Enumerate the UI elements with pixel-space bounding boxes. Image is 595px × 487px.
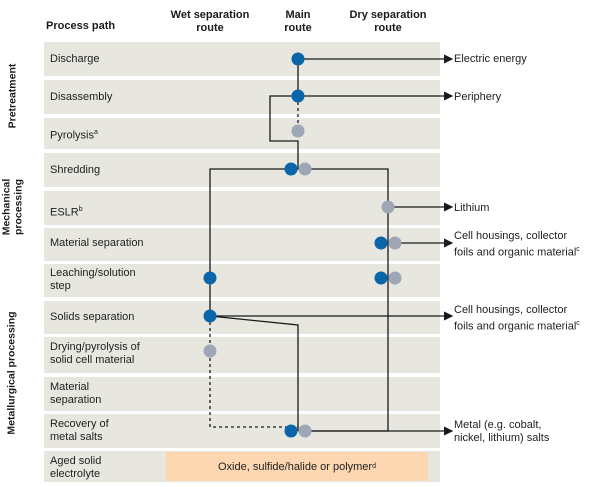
step-recovery-line2: metal salts [50, 431, 103, 443]
node-discharge-main [291, 52, 305, 66]
output-metal-salts: Metal (e.g. cobalt,nickel, lithium) salt… [454, 419, 549, 445]
output-cell-housings-1-line2-text: foils and organic material [454, 246, 577, 259]
output-periphery: Periphery [454, 91, 502, 103]
output-cell-housings-2-line1: Cell housings, collector [454, 304, 568, 316]
node-recovery-blue [284, 424, 298, 438]
row-band-material-separation [44, 228, 440, 261]
row-band-eslr [44, 191, 440, 225]
node-drying-wet [203, 344, 217, 358]
step-aged-line2: electrolyte [50, 468, 101, 480]
header-main-route: Main route [284, 9, 312, 34]
output-lithium: Lithium [454, 202, 490, 214]
step-disassembly: Disassembly [50, 91, 113, 103]
solids-to-main-line [209, 315, 299, 431]
dry-route-to-recovery-line [298, 278, 389, 432]
final-product-footnote: d [372, 463, 376, 470]
row-band-material-separation-2 [44, 377, 440, 411]
node-leaching-wet [203, 271, 217, 285]
shredding-to-dry-line [298, 168, 389, 278]
pyrolysis-bypass-line [269, 95, 299, 169]
row-band-solids-separation [44, 301, 440, 334]
node-material-separation-grey [388, 236, 402, 250]
step-leaching-line1: Leaching/solution [50, 267, 136, 279]
step-material-separation-2-line1: Material [50, 381, 90, 393]
node-shredding-blue [284, 162, 298, 176]
step-eslr-label: ESLR [50, 206, 79, 219]
step-drying-line2: solid cell material [50, 354, 135, 366]
step-material-separation: Material separation [50, 237, 144, 249]
output-electric-energy: Electric energy [454, 53, 527, 65]
output-cell-housings-2-line2: foils and organic materialc [454, 317, 580, 334]
node-pyrolysis-main [291, 124, 305, 138]
header-dry-route: Dry separation route [349, 9, 427, 34]
node-leaching-dry-blue [374, 271, 388, 285]
step-pyrolysis: Pyrolysisa [50, 126, 98, 143]
row-band-leaching [44, 264, 440, 297]
output-cell-housings-1-line1: Cell housings, collector [454, 230, 568, 242]
step-shredding: Shredding [50, 164, 101, 176]
step-material-separation-2-line2: separation [50, 394, 102, 406]
final-product-label: Oxide, sulfide/halide or polymer [218, 460, 373, 473]
step-aged-line1: Aged solid [50, 455, 102, 467]
row-band-disassembly [44, 80, 440, 114]
node-recovery-grey [298, 424, 312, 438]
shredding-to-wet-line [209, 168, 298, 316]
step-leaching-line2: step [50, 280, 71, 292]
step-drying-line1: Drying/pyrolysis of [50, 341, 140, 353]
node-eslr-dry [381, 200, 395, 214]
step-recovery-line1: Recovery of [50, 418, 109, 430]
output-cell-housings-2-line2-text: foils and organic material [454, 320, 577, 333]
node-shredding-grey [298, 162, 312, 176]
step-eslr: ESLRb [50, 203, 83, 220]
header-wet-route: Wet separation route [170, 9, 250, 34]
output-cell-housings-1-line2: foils and organic materialc [454, 243, 580, 260]
row-band-drying [44, 337, 440, 373]
node-material-separation-blue [374, 236, 388, 250]
step-pyrolysis-footnote: a [94, 129, 98, 136]
output-cell-housings-2-footnote: c [576, 320, 580, 327]
row-band-pyrolysis [44, 118, 440, 149]
output-metal-salts-line2: nickel, lithium) salts [454, 432, 550, 444]
header-process-path: Process path [46, 20, 116, 32]
step-discharge: Discharge [50, 53, 100, 65]
node-leaching-dry-grey [388, 271, 402, 285]
wet-dashed-to-recovery-line [209, 316, 298, 428]
output-metal-salts-line1: Metal (e.g. cobalt, [454, 419, 542, 431]
output-cell-housings-1-footnote: c [576, 246, 580, 253]
step-solids-separation: Solids separation [50, 311, 135, 323]
node-disassembly-main [291, 89, 305, 103]
step-pyrolysis-label: Pyrolysis [50, 129, 95, 142]
node-solids-separation-wet [203, 309, 217, 323]
step-eslr-footnote: b [78, 206, 83, 213]
row-band-shredding [44, 153, 440, 187]
